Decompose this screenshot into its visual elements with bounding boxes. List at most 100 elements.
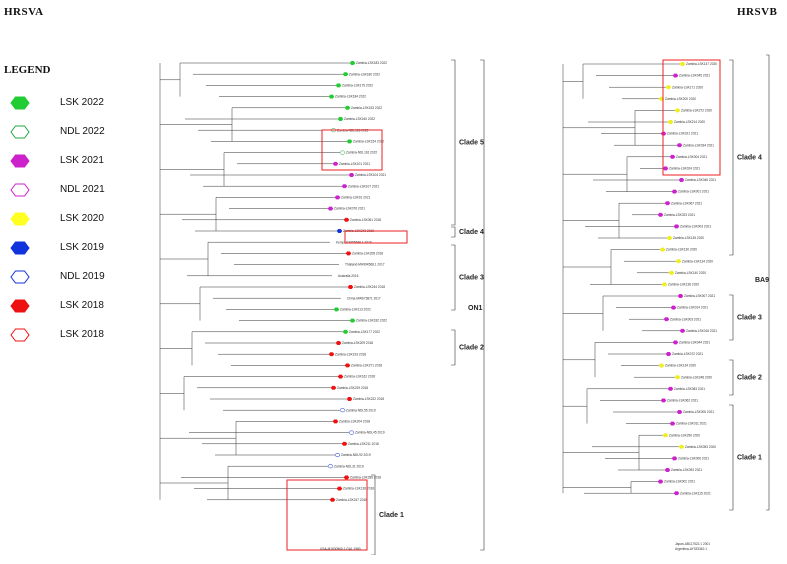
hexagon-icon xyxy=(10,328,30,342)
tip-label: Zambia-LSK209 2018 xyxy=(342,341,373,345)
tip-label: Zambia-LSK285 2018 xyxy=(350,476,381,480)
hexagon-icon xyxy=(10,183,30,197)
tip-label: Zambia-LSK006 2021 xyxy=(678,457,709,461)
clade-bracket xyxy=(729,59,734,256)
clade-bracket xyxy=(729,404,734,511)
legend-label: LSK 2019 xyxy=(60,242,104,253)
genotype-label: ON1 xyxy=(468,305,483,312)
tip-marker xyxy=(344,105,351,110)
legend-item: LSK 2018 xyxy=(10,327,130,345)
tip-label: Zambia-NDL55 2019 xyxy=(346,408,376,412)
tip-label: Zambia-LSK211 2018 xyxy=(348,442,379,446)
tip-label: Zambia-LSK135 2020 xyxy=(673,236,704,240)
hexagon-icon xyxy=(10,96,30,110)
highlight-box xyxy=(286,479,368,551)
tip-label: Kenya-KX655686.1 2016 xyxy=(336,240,372,244)
tip-label: Thailand-MH994568.1 2017 xyxy=(345,263,385,267)
legend-label: NDL 2021 xyxy=(60,184,105,195)
tip-marker xyxy=(674,108,681,113)
tip-marker xyxy=(670,305,677,310)
tip-marker xyxy=(335,341,342,345)
tip-marker xyxy=(679,328,686,333)
legend-item: NDL 2021 xyxy=(10,182,130,200)
tip-marker xyxy=(334,453,341,457)
outgroup-label: USA-M1830960.1 GA1 1980 xyxy=(320,547,361,551)
tip-label: Zambia-LSK134 2020 xyxy=(665,364,696,368)
tip-label: Zambia-LSK162 2018 xyxy=(344,375,375,379)
tip-label: Zambia-LSK004 2021 xyxy=(676,155,707,159)
tip-label: Zambia-LSK193 2018 xyxy=(335,352,366,356)
tip-marker xyxy=(664,201,671,206)
tip-marker xyxy=(348,173,355,177)
tip-label: Zambia-LSK101 2021 xyxy=(339,162,370,166)
tip-marker xyxy=(665,352,672,356)
clade-label: Clade 4 xyxy=(459,229,484,236)
tip-label: Zambia-LSK177 2022 xyxy=(349,330,380,334)
tip-marker xyxy=(349,318,356,323)
tip-marker xyxy=(672,340,679,345)
tip-marker xyxy=(673,491,680,496)
tip-label: Zambia-LSK016 2021 xyxy=(686,329,717,333)
tip-label: Zambia-NDL31 2019 xyxy=(334,464,364,468)
tip-marker xyxy=(332,161,339,166)
tip-marker xyxy=(329,497,336,502)
clade-bracket xyxy=(371,474,376,555)
tip-marker xyxy=(673,224,680,229)
tip-label: Zambia-LSK021 2021 xyxy=(667,132,698,136)
tip-marker xyxy=(341,184,348,189)
tip-label: Zambia-LSK180 2022 xyxy=(349,72,380,76)
genotype-bracket xyxy=(480,59,485,551)
clade-label: Clade 3 xyxy=(459,275,484,282)
tip-marker xyxy=(676,143,683,148)
legend-label: NDL 2019 xyxy=(60,271,105,282)
tip-label: Zambia-LSK067 2021 xyxy=(671,201,702,205)
tip-label: Zambia-LSK005 2021 xyxy=(683,410,714,414)
clade-label: Clade 1 xyxy=(737,455,762,462)
tip-marker xyxy=(347,285,354,289)
tip-label: Zambia-LSK136 2018 xyxy=(343,487,374,491)
tip-label: Zambia-LSK229 2018 xyxy=(337,386,368,390)
tip-label: Zambia-LSK271 2018 xyxy=(351,364,382,368)
legend-item: LSK 2018 xyxy=(10,298,130,316)
tip-marker xyxy=(671,189,678,194)
tip-marker xyxy=(675,259,682,264)
tip-marker xyxy=(344,363,351,368)
legend-title: LEGEND xyxy=(4,64,51,76)
tip-marker xyxy=(676,410,683,414)
tip-marker xyxy=(677,294,684,298)
legend-item: NDL 2019 xyxy=(10,269,130,287)
tip-marker xyxy=(328,94,335,99)
clade-label: Clade 1 xyxy=(379,512,404,519)
tip-marker xyxy=(669,154,676,159)
tip-marker xyxy=(327,464,334,469)
tip-label: Zambia-LSK044 2021 xyxy=(679,341,710,345)
tip-marker xyxy=(349,61,356,65)
tip-label: Zambia-NDL92 2019 xyxy=(341,453,371,457)
tip-marker xyxy=(339,408,346,413)
clade-bracket xyxy=(451,244,456,311)
legend-item: LSK 2020 xyxy=(10,211,130,229)
tip-marker xyxy=(334,195,341,200)
tip-label: Zambia-LSK134 2020 xyxy=(682,259,713,263)
legend-item: LSK 2019 xyxy=(10,240,130,258)
genotype-label: BA9 xyxy=(755,277,769,284)
tip-marker xyxy=(336,229,343,233)
tip-label: Zambia-LSK034 2021 xyxy=(683,143,714,147)
tip-marker xyxy=(664,468,671,472)
tip-marker xyxy=(330,385,337,390)
tip-marker xyxy=(341,441,348,446)
tip-marker xyxy=(666,236,673,240)
tip-marker xyxy=(345,251,352,256)
tip-label: Australia 2016 xyxy=(338,274,359,278)
tip-marker xyxy=(343,217,350,222)
tip-marker xyxy=(669,421,676,426)
tip-label: Zambia-LSK153 2022 xyxy=(351,106,382,110)
tip-label: Zambia-LSK182 2022 xyxy=(356,319,387,323)
tip-marker xyxy=(336,486,343,491)
tip-label: Zambia-LSK200 2020 xyxy=(665,97,696,101)
tip-label: Zambia-LSK002 2021 xyxy=(664,480,695,484)
tip-label: Zambia-LSK003 2021 xyxy=(670,317,701,321)
tip-marker xyxy=(339,150,346,155)
